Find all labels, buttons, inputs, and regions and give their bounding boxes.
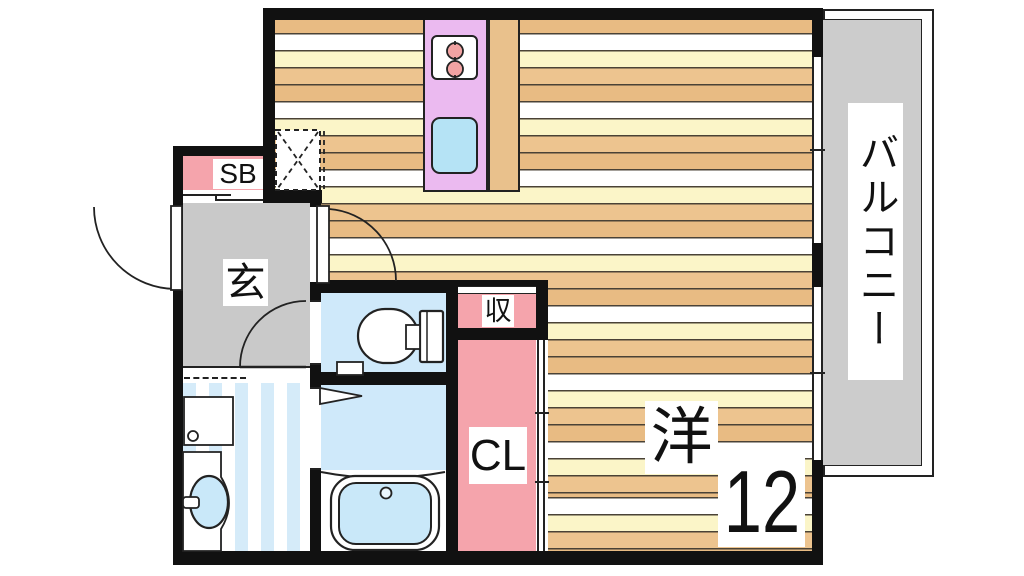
closet-slide-tick	[535, 412, 549, 414]
wall	[173, 146, 183, 565]
wall	[173, 551, 823, 565]
closet-slide-tick	[535, 481, 549, 483]
wall	[173, 146, 275, 156]
bathroom-doorway	[310, 387, 321, 470]
living-room-doorway	[310, 207, 321, 282]
sink-icon	[431, 117, 478, 174]
closet-slide-line	[543, 340, 545, 551]
storage-opening	[458, 286, 536, 294]
storage-label: 収	[482, 295, 514, 327]
wall	[310, 372, 458, 385]
wall	[446, 328, 548, 340]
entrance-door-icon	[93, 205, 183, 291]
bathtub-deck	[321, 470, 446, 551]
wall	[812, 460, 823, 565]
western-room-size-text: 12	[723, 452, 800, 551]
wall	[263, 8, 275, 190]
shoebox-slide-line	[215, 199, 263, 201]
western-room-label: 洋	[645, 401, 718, 474]
western-room-size: 12	[718, 457, 805, 547]
wall	[812, 8, 823, 57]
window-tick	[810, 149, 825, 151]
closet-slide-line	[537, 340, 539, 551]
washroom	[183, 383, 310, 551]
entrance-label: 玄	[223, 259, 268, 306]
shoe-box-label: SB	[213, 159, 263, 189]
stove-icon	[431, 35, 478, 80]
window-tick	[810, 372, 825, 374]
closet-label: CL	[469, 427, 527, 484]
wall	[263, 8, 823, 20]
toilet-room	[321, 293, 446, 372]
kitchen-counter-side	[488, 18, 520, 192]
wall	[263, 190, 322, 203]
closet-door-track	[536, 340, 548, 551]
shoe-box-door-track	[183, 190, 263, 203]
wall	[812, 243, 823, 287]
wall	[446, 280, 458, 551]
step-dashed-line	[184, 377, 246, 379]
bathroom	[321, 385, 446, 470]
shoebox-slide-line	[183, 194, 231, 196]
balcony-label: バルコニー	[848, 103, 903, 380]
wall	[536, 280, 548, 340]
toilet-door	[310, 300, 321, 365]
shoebox-slide-tick	[215, 194, 217, 201]
entrance-step-edge	[183, 366, 310, 368]
threshold	[183, 368, 310, 383]
